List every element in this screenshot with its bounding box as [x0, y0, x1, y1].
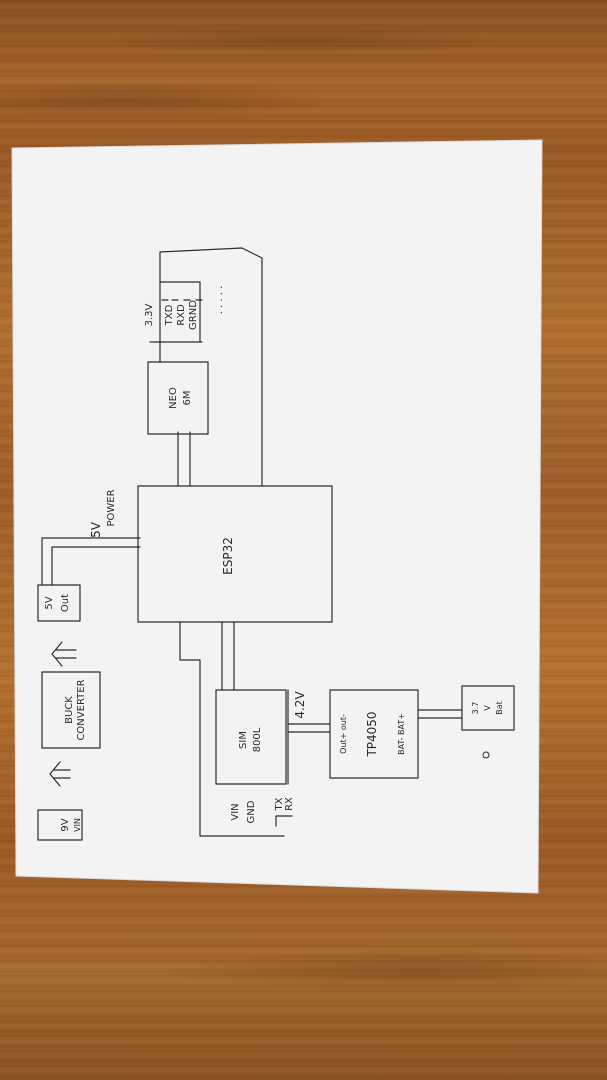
sim-800l-block: SIM 800L — [215, 689, 287, 785]
sim-loop-wire — [179, 621, 285, 837]
neo-label-1: NEO — [168, 387, 179, 409]
sim-label-1: SIM — [238, 731, 249, 749]
sim-tp-wire — [287, 723, 331, 733]
volt-label: 4.2V — [293, 691, 307, 719]
neo-label-2: 6M — [182, 391, 193, 406]
esp32-label: ESP32 — [221, 537, 235, 575]
neo-pin-2: TXD — [164, 304, 175, 326]
sim-label-2: 800L — [252, 727, 263, 752]
neo-pin-4: GRND — [188, 300, 199, 330]
paper-background — [11, 139, 543, 894]
output-block: 5V Out — [37, 584, 81, 622]
neo-pin-1: 3.3V — [144, 303, 155, 326]
tp-bat-wire — [417, 709, 463, 719]
arrow-icon — [51, 641, 77, 667]
sim-pin-rx: RX — [284, 797, 295, 811]
arrow-icon — [49, 761, 71, 787]
source-label-1: 9V — [60, 818, 71, 831]
neo-pin-header — [149, 281, 203, 363]
arrow-2-path — [51, 641, 77, 667]
buck-box — [41, 671, 101, 749]
output-label-2: Out — [60, 594, 71, 612]
sim-pin-vin: VIN — [230, 803, 241, 820]
source-label-2: VIN — [73, 818, 82, 832]
sim-pin-gnd: GND — [246, 800, 257, 823]
neo-loop-wire — [159, 247, 263, 487]
output-box — [37, 584, 81, 622]
tp-label-3: BAT- BAT+ — [397, 713, 406, 755]
tp-label-1: Out+ out- — [339, 714, 348, 754]
source-box — [37, 809, 83, 841]
esp32-box — [137, 485, 333, 623]
sim-tx-bracket — [275, 815, 293, 827]
tp-label-2: TP4050 — [365, 711, 379, 757]
battery-label-3: Bat — [495, 701, 504, 715]
neo-pin-3: RXD — [176, 304, 187, 326]
neo-pin-dots: . . . . . — [214, 286, 225, 315]
battery-block: 3.7 V Bat — [461, 685, 515, 731]
buck-converter-block: BUCK CONVERTER — [41, 671, 101, 749]
arrow-1-path — [49, 761, 71, 787]
battery-box — [461, 685, 515, 731]
output-label-1: 5V — [44, 596, 55, 609]
battery-label-1: 3.7 — [471, 702, 480, 715]
buck-label-1: BUCK — [64, 696, 75, 724]
neo-6m-block: NEO 6M — [147, 361, 209, 435]
neo-box — [147, 361, 209, 435]
power-label-2: POWER — [106, 489, 117, 526]
esp-sim-wire — [221, 621, 235, 691]
sim-pin-tx: TX — [274, 797, 285, 811]
tp4050-block: Out+ out- TP4050 BAT- BAT+ — [329, 689, 419, 779]
esp32-block: ESP32 — [137, 485, 333, 623]
tp-box — [329, 689, 419, 779]
esp-neo-wire — [177, 431, 191, 487]
power-wire — [41, 537, 141, 586]
ink-mark — [482, 751, 490, 759]
power-label-1: 5V — [89, 521, 103, 538]
sim-box — [215, 689, 287, 785]
source-block: 9V VIN — [37, 809, 83, 841]
buck-label-2: CONVERTER — [76, 679, 87, 740]
battery-label-2: V — [483, 705, 492, 711]
